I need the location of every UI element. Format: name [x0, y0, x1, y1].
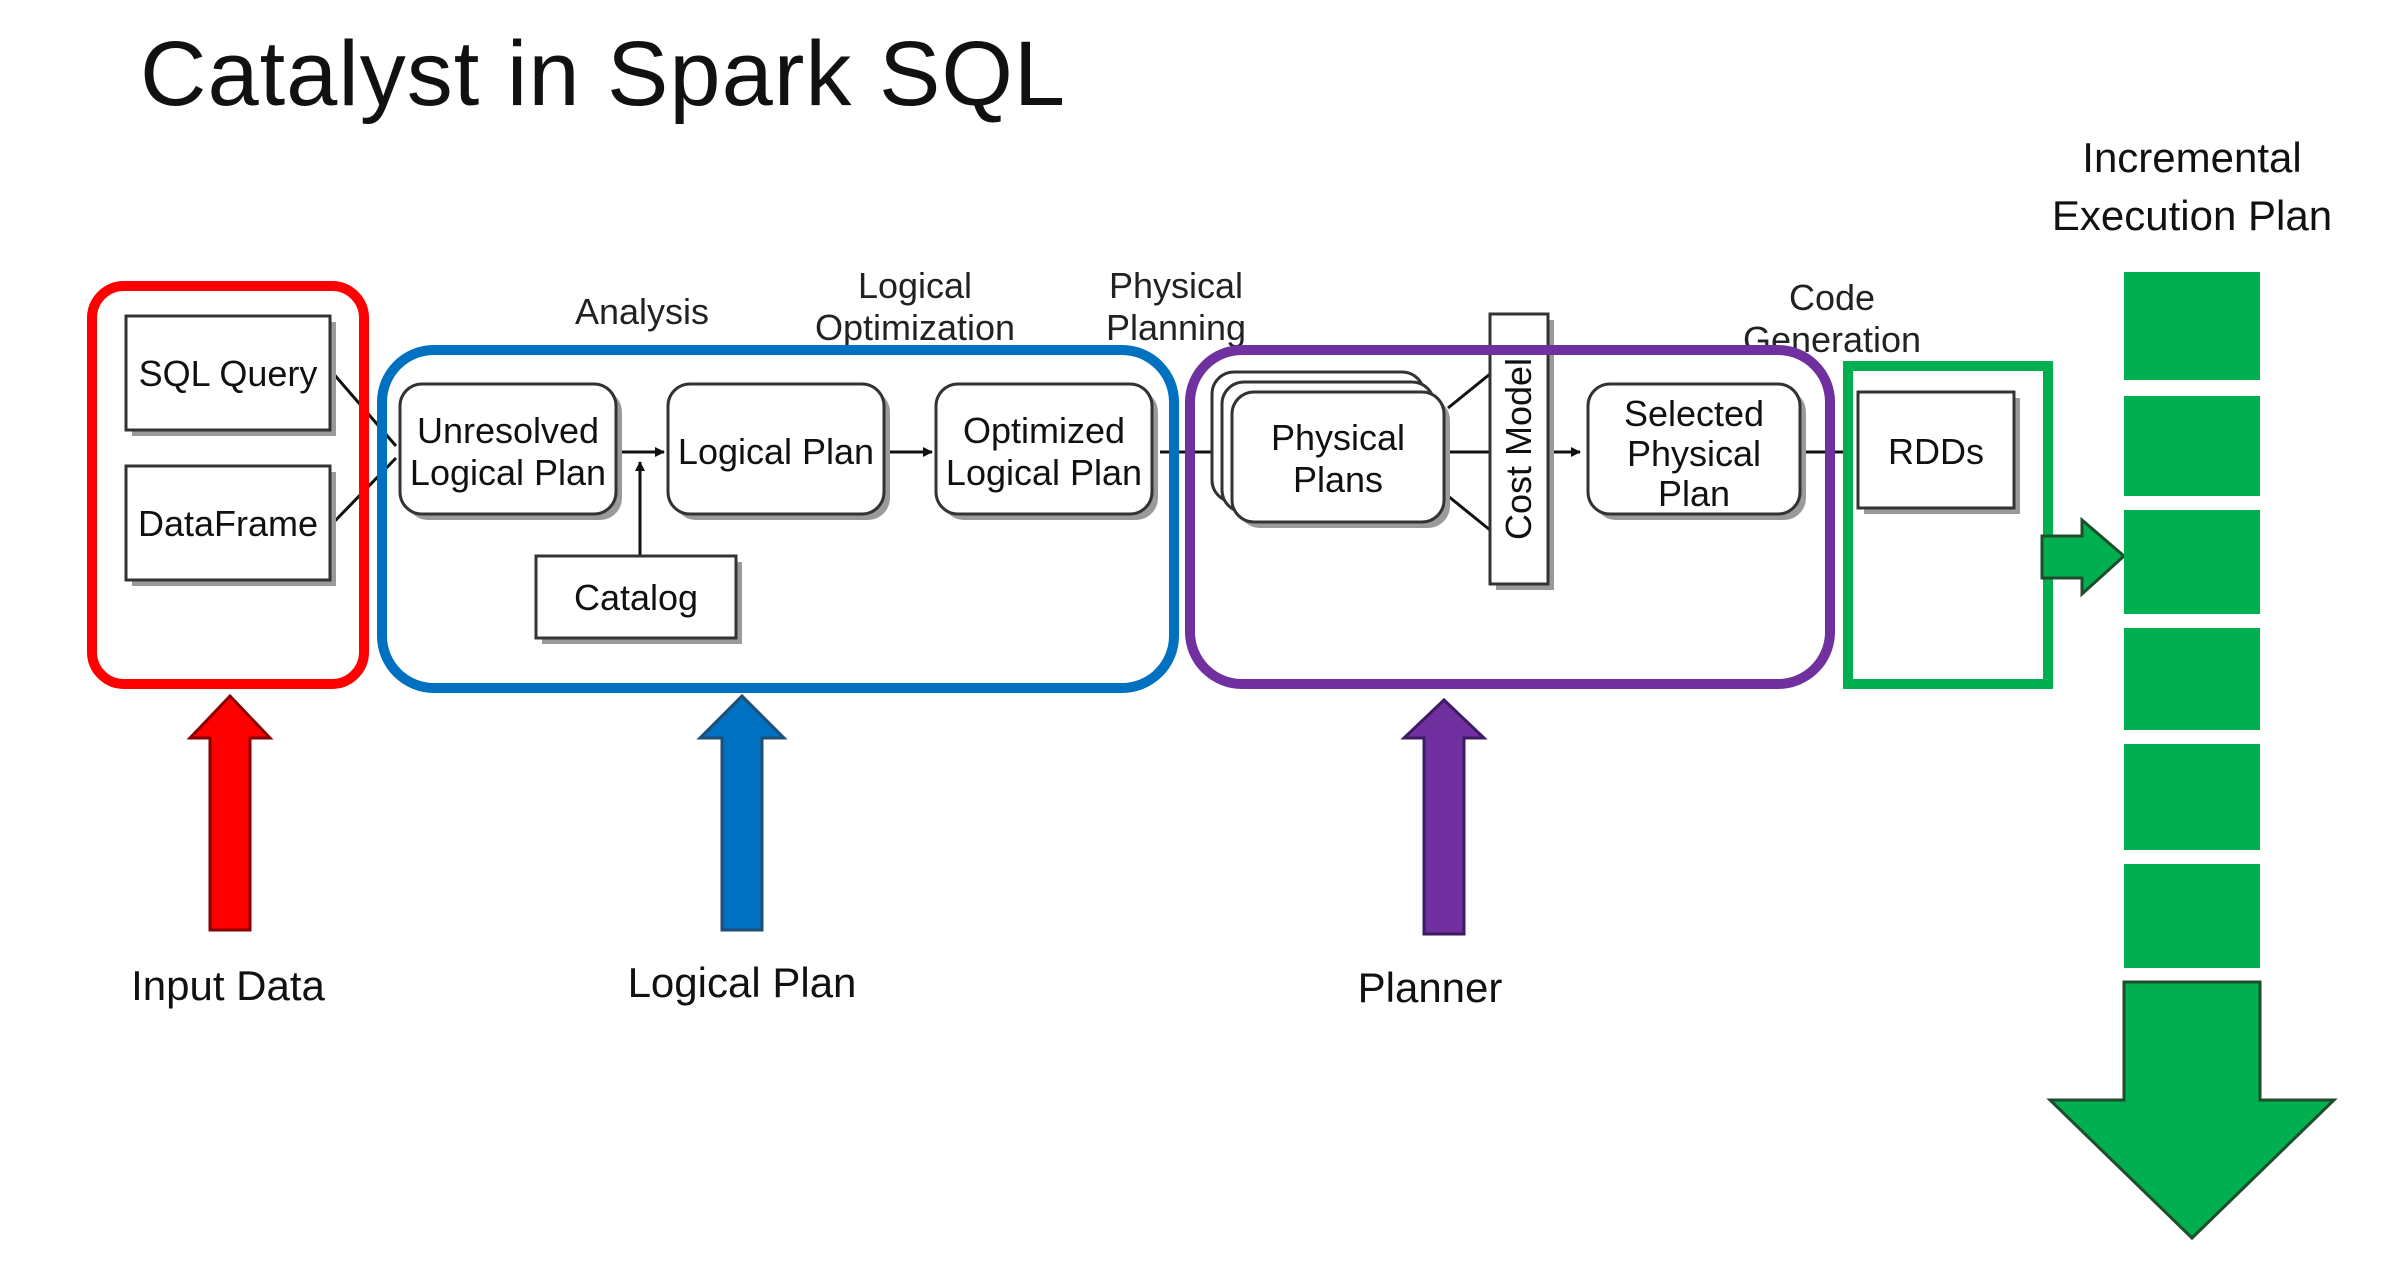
code-generation-frame	[1843, 361, 2053, 689]
dataframe-label: DataFrame	[138, 503, 318, 544]
stage-label-logical-optimization-1: Logical	[858, 265, 972, 306]
logical-plan-node	[666, 382, 886, 516]
logical-plan-frame	[377, 345, 1179, 693]
execution-plan-down-arrow	[2046, 980, 2338, 1241]
selected-physical-plan-node	[1586, 382, 1802, 516]
stage-label-logical-optimization-2: Optimization	[815, 307, 1015, 348]
execution-plan-label-1: Incremental	[2082, 134, 2301, 181]
dataframe-node	[124, 464, 332, 582]
stage-label-analysis: Analysis	[575, 291, 709, 332]
unresolved-logical-plan-label-2: Logical Plan	[410, 452, 606, 493]
input-data-frame	[87, 281, 369, 689]
selected-physical-plan-label-1: Selected	[1624, 393, 1764, 434]
unresolved-logical-plan-label-1: Unresolved	[417, 410, 599, 451]
logical-plan-label: Logical Plan	[678, 431, 874, 472]
optimized-logical-plan-label-1: Optimized	[963, 410, 1125, 451]
physical-plans-node	[1230, 390, 1446, 524]
selected-physical-plan-label-3: Plan	[1658, 473, 1730, 514]
planner-frame	[1185, 345, 1835, 689]
rdds-node	[1856, 390, 2016, 510]
sql-query-node	[124, 314, 332, 432]
page-title: Catalyst in Spark SQL	[140, 23, 1067, 125]
planner-arrow	[1400, 697, 1488, 936]
catalog-label: Catalog	[574, 577, 698, 618]
caption-planner: Planner	[1358, 964, 1503, 1011]
sql-query-label: SQL Query	[139, 353, 318, 394]
execution-plan-column	[2046, 272, 2338, 1241]
catalog-node	[534, 554, 738, 640]
rdds-label: RDDs	[1888, 431, 1984, 472]
logical-plan-arrow	[696, 693, 788, 932]
execution-plan-label-2: Execution Plan	[2052, 192, 2332, 239]
stage-label-physical-planning-1: Physical	[1109, 265, 1243, 306]
physical-plans-label-1: Physical	[1271, 417, 1405, 458]
code-generation-arrow	[2040, 516, 2127, 598]
stage-label-code-generation-1: Code	[1789, 277, 1875, 318]
caption-logical-plan: Logical Plan	[628, 959, 857, 1006]
stage-label-physical-planning-2: Planning	[1106, 307, 1246, 348]
cost-model-label: Cost Model	[1498, 358, 1539, 540]
selected-physical-plan-label-2: Physical	[1627, 433, 1761, 474]
input-data-arrow	[186, 693, 274, 932]
caption-input-data: Input Data	[131, 962, 325, 1009]
unresolved-logical-plan-node	[398, 382, 618, 516]
cost-model-node	[1488, 312, 1550, 586]
physical-plans-label-2: Plans	[1293, 459, 1383, 500]
optimized-logical-plan-node	[934, 382, 1154, 516]
optimized-logical-plan-label-2: Logical Plan	[946, 452, 1142, 493]
